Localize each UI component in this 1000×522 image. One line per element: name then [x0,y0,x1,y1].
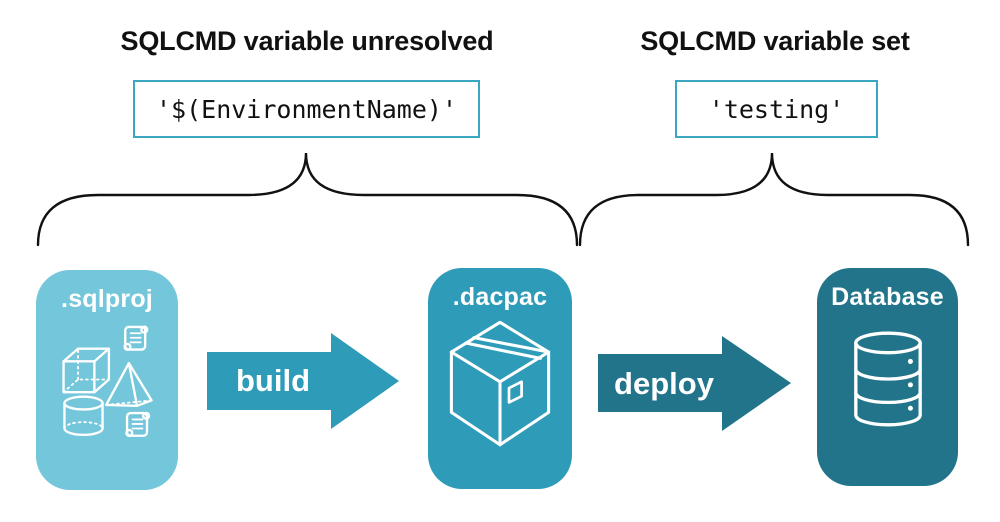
code-value-unresolved: '$(EnvironmentName)' [155,94,458,124]
left-brace-icon [36,152,579,247]
sql-objects-icon [62,325,153,438]
script-scroll-icon [123,325,149,351]
package-box-icon [449,320,551,447]
code-box-testing: 'testing' [675,80,878,138]
pyramid-icon [105,361,153,407]
node-database-label: Database [831,283,944,311]
brace-overlay [36,152,970,247]
database-cylinder-icon [854,331,922,427]
deploy-arrow: deploy [598,335,792,432]
deploy-arrow-label: deploy [614,365,714,401]
heading-variable-set: SQLCMD variable set [640,26,910,56]
code-value-set: 'testing' [708,94,845,124]
heading-variable-unresolved: SQLCMD variable unresolved [120,26,494,56]
node-sqlproj-label: .sqlproj [61,285,153,313]
node-dacpac: .dacpac [428,268,572,489]
code-box-environment-name: '$(EnvironmentName)' [133,80,480,138]
cube-icon [62,347,111,394]
node-sqlproj: .sqlproj [36,270,178,490]
right-arrow-icon [598,336,791,431]
build-arrow-label: build [235,363,311,398]
script-scroll-icon [125,411,151,438]
node-dacpac-label: .dacpac [452,283,548,311]
build-arrow: build [207,332,400,430]
cylinder-icon [63,395,104,436]
node-database: Database [817,268,958,486]
right-brace-icon [578,152,970,247]
right-arrow-icon [207,333,399,429]
